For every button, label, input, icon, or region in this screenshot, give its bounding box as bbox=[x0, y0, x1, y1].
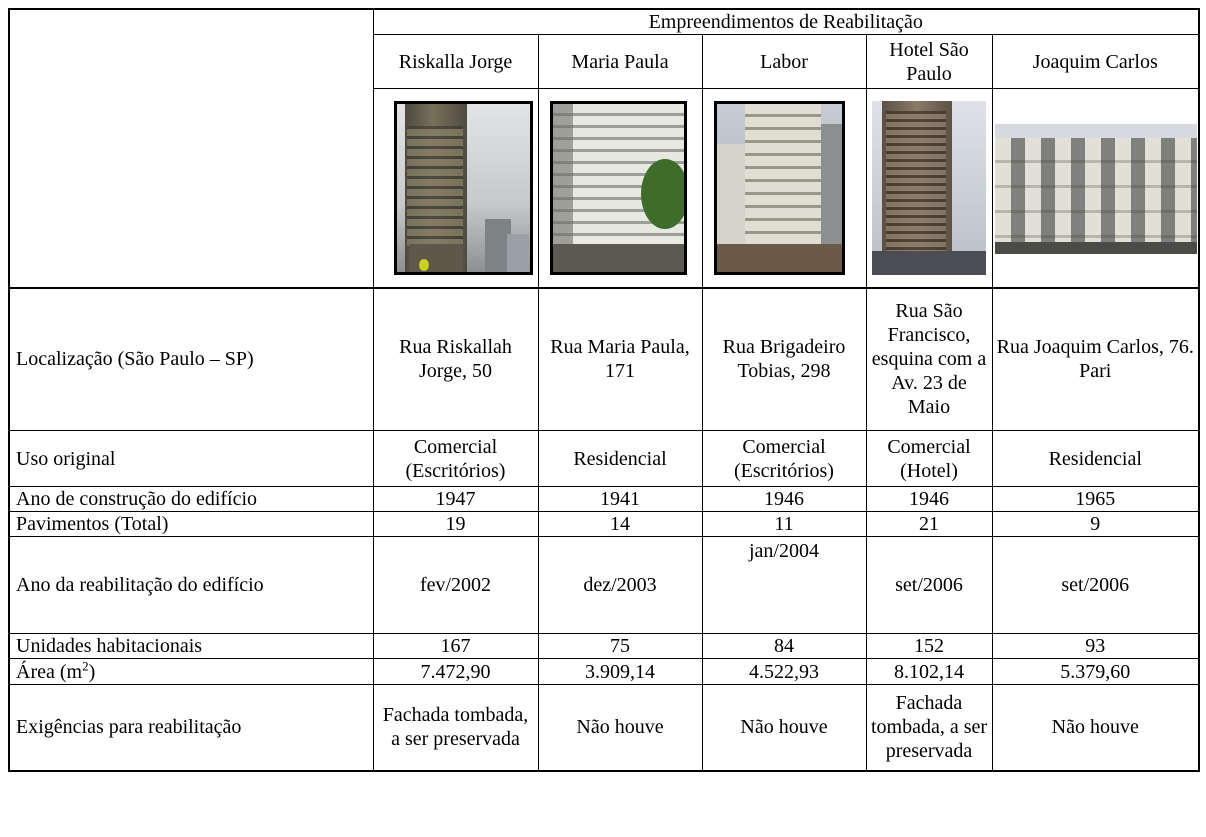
photo-cell bbox=[865, 88, 993, 288]
floors-cell: 21 bbox=[865, 511, 993, 537]
building-photo-riskalla-jorge bbox=[393, 101, 533, 275]
floors-cell: 14 bbox=[537, 511, 703, 537]
original-use-cell: Residencial bbox=[991, 430, 1200, 487]
photo-cell bbox=[701, 88, 867, 288]
floors-cell: 9 bbox=[991, 511, 1200, 537]
building-name: Hotel São Paulo bbox=[865, 34, 993, 89]
row-label: Uso original bbox=[8, 430, 374, 487]
floors-cell: 11 bbox=[701, 511, 867, 537]
rehab-year-cell: set/2006 bbox=[865, 536, 993, 634]
rehabilitation-table: Empreendimentos de Reabilitação Riskalla… bbox=[8, 8, 1200, 772]
row-label: Localização (São Paulo – SP) bbox=[8, 286, 374, 431]
rehab-year-cell: dez/2003 bbox=[537, 536, 703, 634]
row-label: Ano da reabilitação do edifício bbox=[8, 536, 374, 634]
row-label: Unidades habitacionais bbox=[8, 633, 374, 659]
location-cell: Rua Brigadeiro Tobias, 298 bbox=[701, 286, 867, 431]
area-cell: 7.472,90 bbox=[372, 658, 539, 685]
building-photo-joaquim-carlos bbox=[994, 124, 1197, 254]
building-photo-maria-paula bbox=[549, 101, 687, 275]
area-cell: 5.379,60 bbox=[991, 658, 1200, 685]
requirements-cell: Não houve bbox=[701, 684, 867, 772]
photo-cell bbox=[537, 88, 703, 288]
housing-units-cell: 167 bbox=[372, 633, 539, 659]
building-name: Labor bbox=[701, 34, 867, 89]
housing-units-cell: 152 bbox=[865, 633, 993, 659]
rehab-year-cell: set/2006 bbox=[991, 536, 1200, 634]
requirements-cell: Não houve bbox=[537, 684, 703, 772]
location-cell: Rua São Francisco, esquina com a Av. 23 … bbox=[865, 286, 993, 431]
area-cell: 3.909,14 bbox=[537, 658, 703, 685]
housing-units-cell: 75 bbox=[537, 633, 703, 659]
original-use-cell: Residencial bbox=[537, 430, 703, 487]
area-label-text: Área (m bbox=[16, 660, 83, 683]
area-label-close: ) bbox=[88, 660, 96, 683]
original-use-cell: Comercial (Escritórios) bbox=[701, 430, 867, 487]
area-label-superscript: 2 bbox=[82, 658, 89, 673]
housing-units-cell: 84 bbox=[701, 633, 867, 659]
requirements-cell: Não houve bbox=[991, 684, 1200, 772]
group-title: Empreendimentos de Reabilitação bbox=[372, 8, 1200, 35]
building-name: Joaquim Carlos bbox=[991, 34, 1200, 89]
rehab-year-cell: fev/2002 bbox=[372, 536, 539, 634]
building-photo-hotel-sao-paulo bbox=[871, 101, 986, 275]
location-cell: Rua Joaquim Carlos, 76. Pari bbox=[991, 286, 1200, 431]
location-cell: Rua Maria Paula, 171 bbox=[537, 286, 703, 431]
construction-year-cell: 1965 bbox=[991, 486, 1200, 512]
building-photo-labor bbox=[713, 101, 845, 275]
rehab-year-cell: jan/2004 bbox=[701, 536, 867, 634]
row-label: Exigências para reabilitação bbox=[8, 684, 374, 772]
original-use-cell: Comercial (Hotel) bbox=[865, 430, 993, 487]
housing-units-cell: 93 bbox=[991, 633, 1200, 659]
requirements-cell: Fachada tombada, a ser preservada bbox=[865, 684, 993, 772]
area-cell: 8.102,14 bbox=[865, 658, 993, 685]
row-label: Pavimentos (Total) bbox=[8, 511, 374, 537]
photo-cell bbox=[991, 88, 1200, 288]
building-name: Riskalla Jorge bbox=[372, 34, 539, 89]
requirements-cell: Fachada tombada, a ser preservada bbox=[372, 684, 539, 772]
row-label: Área (m2) bbox=[8, 658, 374, 685]
row-label: Ano de construção do edifício bbox=[8, 486, 374, 512]
photo-cell bbox=[372, 88, 539, 288]
construction-year-cell: 1946 bbox=[865, 486, 993, 512]
floors-cell: 19 bbox=[372, 511, 539, 537]
building-name: Maria Paula bbox=[537, 34, 703, 89]
construction-year-cell: 1946 bbox=[701, 486, 867, 512]
area-cell: 4.522,93 bbox=[701, 658, 867, 685]
construction-year-cell: 1941 bbox=[537, 486, 703, 512]
construction-year-cell: 1947 bbox=[372, 486, 539, 512]
empty-corner-cell bbox=[8, 8, 374, 288]
location-cell: Rua Riskallah Jorge, 50 bbox=[372, 286, 539, 431]
original-use-cell: Comercial (Escritórios) bbox=[372, 430, 539, 487]
